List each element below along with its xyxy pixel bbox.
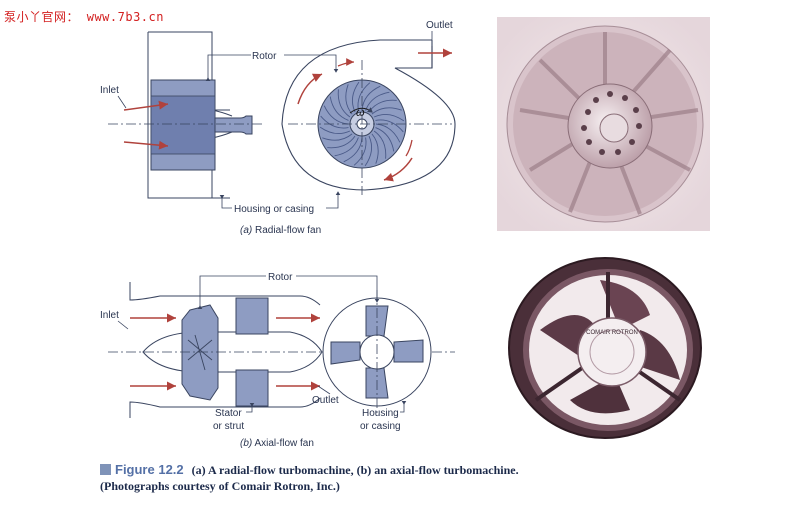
axial-fan-diagram: Inlet Rotor Outlet Stator or strut Housi…: [100, 272, 455, 449]
impeller-blade: [364, 135, 373, 167]
impeller-blade: [373, 113, 405, 122]
impeller-blade: [373, 130, 387, 159]
axial-inlet-label: Inlet: [100, 310, 119, 321]
impeller-blade: [320, 115, 349, 129]
axial-caption: (b) Axial-flow fan: [240, 438, 314, 449]
caption-line-1: Figure 12.2 (a) A radial-flow turbomachin…: [100, 462, 800, 478]
radial-housing-label: Housing or casing: [234, 204, 314, 215]
caption-text-1: (a) A radial-flow turbomachine, (b) an a…: [191, 463, 519, 477]
watermark-text: 泵小丫官网： www.7b3.cn: [4, 10, 164, 24]
radial-volute-casing: [281, 39, 456, 191]
radial-shaft: [214, 115, 253, 135]
impeller-blade: [323, 105, 349, 125]
radial-inlet-label: Inlet: [100, 85, 119, 96]
impeller-blade: [371, 107, 402, 115]
omega-symbol: ω: [356, 107, 365, 119]
impeller-blade: [319, 126, 351, 135]
figure-number: Figure 12.2: [115, 462, 184, 477]
radial-caption: (a) Radial-flow fan: [240, 225, 321, 236]
caption-line-2: (Photographs courtesy of Comair Rotron, …: [100, 479, 340, 493]
impeller-blade: [351, 81, 360, 113]
impeller-blade: [329, 96, 349, 121]
impeller-blade: [375, 119, 404, 133]
impeller-blade: [327, 135, 356, 149]
impeller-blade: [334, 137, 359, 157]
impeller-blade: [322, 133, 353, 141]
impeller-blade: [375, 127, 395, 152]
axial-housing-label-2: or casing: [360, 421, 401, 432]
impeller-blade: [343, 137, 363, 163]
axial-housing-label-1: Housing: [362, 408, 399, 419]
impeller-blade: [353, 137, 367, 166]
radial-rotor-label: Rotor: [252, 51, 277, 62]
axial-stator-upper: [235, 297, 269, 335]
axial-stator-lower: [235, 369, 269, 407]
axial-outlet-label: Outlet: [312, 395, 339, 406]
inlet-arrow-upper: [123, 100, 169, 111]
axial-stator-label-1: Stator: [215, 408, 242, 419]
axial-stator-label-2: or strut: [213, 421, 244, 432]
figure-caption: Figure 12.2 (a) A radial-flow turbomachin…: [100, 462, 800, 494]
impeller-blade: [361, 85, 381, 111]
radial-outlet-label: Outlet: [426, 20, 453, 31]
impeller-blade: [337, 89, 351, 118]
impeller-blade: [365, 91, 390, 111]
caption-square-icon: [100, 464, 111, 475]
inlet-arrow-lower: [123, 140, 169, 150]
impeller-blade: [371, 133, 379, 164]
impeller-blade: [357, 82, 371, 111]
radial-fan-diagram: Inlet ω Outlet Rotor Housing or casing: [100, 20, 456, 236]
radial-fan-photo: [497, 17, 710, 231]
fan-brand-label: COMAIR ROTRON: [586, 330, 638, 336]
impeller-blade: [375, 123, 401, 143]
axial-fan-photo: COMAIR ROTRON: [497, 252, 710, 442]
axial-rotor-label: Rotor: [268, 272, 293, 283]
